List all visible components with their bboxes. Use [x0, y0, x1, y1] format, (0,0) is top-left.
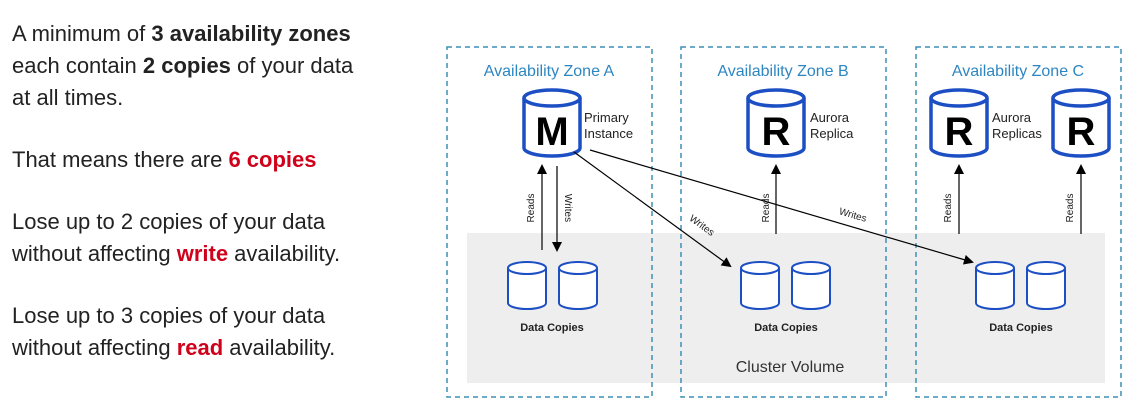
replica-b-letter: R	[762, 110, 791, 154]
text: availability.	[228, 241, 341, 266]
text: without affecting	[12, 241, 177, 266]
paragraph-zones: A minimum of 3 availability zones each c…	[12, 18, 422, 114]
cluster-volume-label: Cluster Volume	[736, 359, 845, 376]
reads-label-c-left: Reads	[943, 194, 954, 223]
primary-letter: M	[535, 110, 568, 154]
text: at all times.	[12, 85, 124, 110]
zone-a-border	[446, 46, 653, 398]
replica-c-right-cylinder: R	[1051, 88, 1111, 158]
primary-label-line1: Primary	[584, 110, 629, 125]
data-copies-label-c: Data Copies	[989, 322, 1053, 334]
text: availability.	[223, 335, 336, 360]
reads-label-a: Reads	[526, 194, 537, 223]
replica-c-right-letter: R	[1067, 110, 1096, 154]
replicas-c-label-line2: Replicas	[992, 126, 1042, 141]
data-copy-b1	[740, 261, 780, 310]
replica-b-label-line2: Replica	[810, 126, 854, 141]
writes-arrow-to-b	[573, 151, 732, 268]
zone-a-title: Availability Zone A	[484, 63, 615, 80]
replica-c-left-letter: R	[945, 110, 974, 154]
text: each contain	[12, 53, 143, 78]
reads-label-c-right: Reads	[1065, 194, 1076, 223]
highlight: read	[176, 335, 224, 360]
writes-label-to-c: Writes	[838, 206, 868, 224]
text: Lose up to 2 copies of your data	[12, 209, 326, 234]
data-copy-a2	[558, 261, 598, 310]
data-copy-c2	[1026, 261, 1066, 310]
text: of your data	[230, 53, 354, 78]
zone-c-title: Availability Zone C	[952, 63, 1084, 80]
writes-label-a: Writes	[562, 194, 573, 222]
zone-b-border	[680, 46, 887, 398]
primary-label-line2: Instance	[584, 126, 633, 141]
text: Lose up to 3 copies of your data	[12, 303, 326, 328]
text: A minimum of	[12, 21, 152, 46]
reads-label-b: Reads	[761, 194, 772, 223]
highlight: write	[176, 241, 229, 266]
zone-c-border	[915, 46, 1122, 398]
paragraph-write-availability: Lose up to 2 copies of your data without…	[12, 206, 422, 270]
highlight: 6 copies	[228, 147, 317, 172]
replica-b-cylinder: R	[746, 88, 806, 158]
data-copy-a1	[507, 261, 547, 310]
data-copy-c1	[975, 261, 1015, 310]
replica-c-left-cylinder: R	[929, 88, 989, 158]
text: without affecting	[12, 335, 177, 360]
paragraph-copies: That means there are 6 copies	[12, 144, 422, 176]
text-panel: A minimum of 3 availability zones each c…	[12, 18, 422, 394]
replica-b-label-line1: Aurora	[810, 110, 850, 125]
zone-b-title: Availability Zone B	[717, 63, 848, 80]
paragraph-read-availability: Lose up to 3 copies of your data without…	[12, 300, 422, 364]
primary-instance-cylinder: M	[522, 88, 582, 158]
data-copies-label-b: Data Copies	[754, 322, 818, 334]
text: That means there are	[12, 147, 229, 172]
data-copies-label-a: Data Copies	[520, 322, 584, 334]
emphasis: 3 availability zones	[151, 21, 351, 46]
emphasis: 2 copies	[142, 53, 231, 78]
data-copy-b2	[791, 261, 831, 310]
replicas-c-label-line1: Aurora	[992, 110, 1032, 125]
writes-arrow-to-c	[589, 149, 974, 265]
